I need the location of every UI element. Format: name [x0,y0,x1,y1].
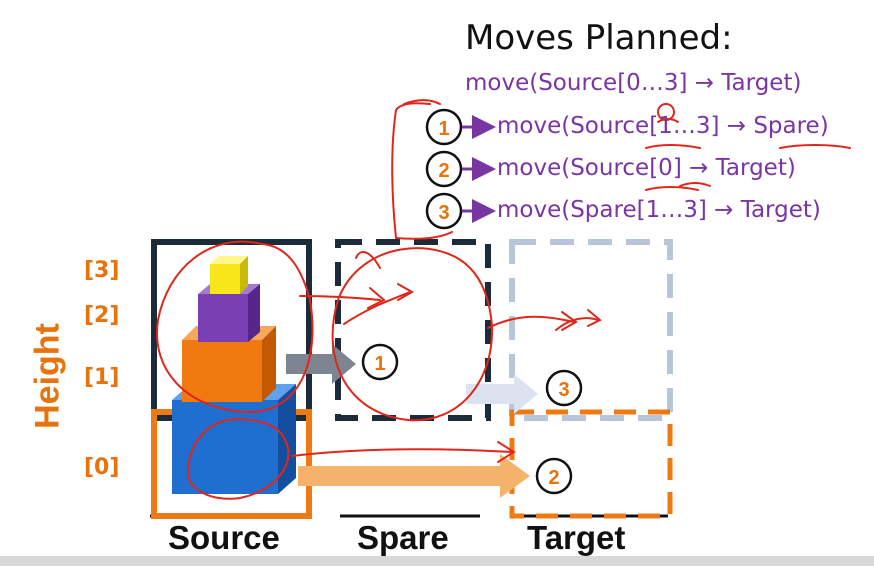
height-index-1: [1] [84,365,120,390]
height-index-2: [2] [84,303,120,328]
height-index-0: [0] [84,455,120,480]
height-index-3: [3] [84,258,120,283]
red-underline-2 [779,144,851,149]
red-underline-3 [645,186,699,191]
red-curl-2 [343,283,415,325]
column-label-target: Target [527,519,626,556]
list-step-circle-1 [425,108,463,146]
list-step-circle-2-label: 2 [438,160,449,182]
step-circle-1 [361,343,399,381]
red-arrow-long [291,441,516,463]
disk-3 [210,256,248,294]
list-step-circle-2 [425,150,463,188]
move-line-3: move(Spare[1…3] → Target) [497,197,821,223]
height-axis-label: Height [28,323,67,429]
list-step-circle-1-label: 1 [438,118,449,140]
step-circle-2 [535,457,573,495]
spare-outline [335,239,491,421]
red-mark-source [657,118,679,123]
arrow-step-2 [298,454,530,498]
red-circle-source [156,240,314,414]
move-line-2: move(Source[0] → Target) [497,155,796,181]
red-curl-3 [487,311,578,331]
move-line-0: move(Source[0…3] → Target) [465,70,802,96]
arrow-step-1 [286,344,356,384]
moves-title: Moves Planned: [465,18,733,58]
red-underline-4 [679,182,711,187]
list-step-circle-3 [425,192,463,230]
move-line-1: move(Source[1…3] → Spare) [497,113,829,139]
red-annotations [156,99,851,500]
list-step-circle-3-label: 3 [438,202,449,224]
target-stack-outline [509,239,673,421]
step-circle-3 [545,369,583,407]
red-curl-4 [555,309,602,331]
video-bottom-bar [0,556,874,566]
step-circle-1-label: 1 [374,353,385,375]
red-squiggle-1 [355,251,381,269]
step-circle-2-label: 2 [548,467,559,489]
red-circle-disk0 [186,418,290,500]
red-tick [403,99,441,105]
column-label-source: Source [168,519,280,556]
target-base-outline [509,409,673,519]
red-curl-1 [299,287,386,309]
red-circle-spare [331,247,494,422]
arrow-step-3 [466,374,538,414]
column-label-spare: Spare [357,519,449,556]
red-underline-1 [645,144,701,149]
step-circle-3-label: 3 [558,379,569,401]
